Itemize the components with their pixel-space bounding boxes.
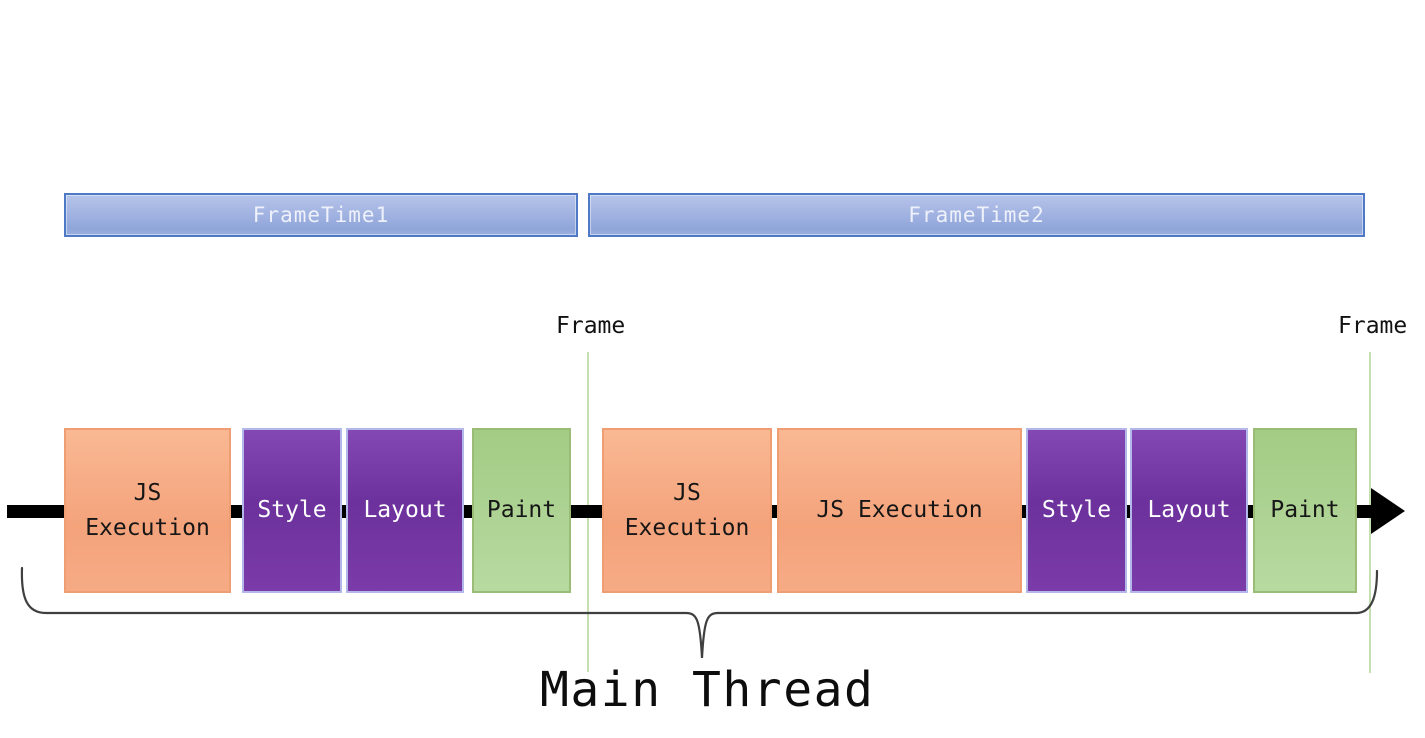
- block-label: JS Execution: [816, 497, 983, 524]
- block-js-execution-2: JS Execution: [602, 428, 772, 593]
- block-label: Style: [257, 497, 327, 524]
- frame-marker-label-left: Frame: [556, 313, 626, 339]
- main-thread-brace: [20, 566, 1379, 659]
- block-label: Paint: [1270, 497, 1340, 524]
- block-label: Style: [1041, 497, 1112, 524]
- block-style-1: Style: [242, 428, 342, 593]
- block-label: Layout: [363, 497, 447, 524]
- frametime1-bar: FrameTime1: [64, 193, 578, 237]
- frame-marker-label-right: Frame: [1338, 313, 1408, 339]
- block-js-execution-1: JS Execution: [64, 428, 231, 593]
- block-label: Layout: [1147, 497, 1231, 524]
- block-label: Paint: [486, 497, 557, 524]
- timeline-arrowhead-icon: [1371, 488, 1405, 534]
- block-label: JS Execution: [624, 480, 750, 541]
- frametime2-bar: FrameTime2: [588, 193, 1365, 237]
- block-style-2: Style: [1026, 428, 1127, 593]
- main-thread-label: Main Thread: [540, 662, 875, 718]
- frametime1-label: FrameTime1: [252, 203, 390, 227]
- block-js-execution-3: JS Execution: [777, 428, 1022, 593]
- block-paint-2: Paint: [1253, 428, 1357, 593]
- frametime2-label: FrameTime2: [908, 203, 1045, 227]
- block-label: JS Execution: [85, 480, 210, 541]
- block-layout-2: Layout: [1130, 428, 1248, 593]
- block-paint-1: Paint: [472, 428, 571, 593]
- block-layout-1: Layout: [346, 428, 464, 593]
